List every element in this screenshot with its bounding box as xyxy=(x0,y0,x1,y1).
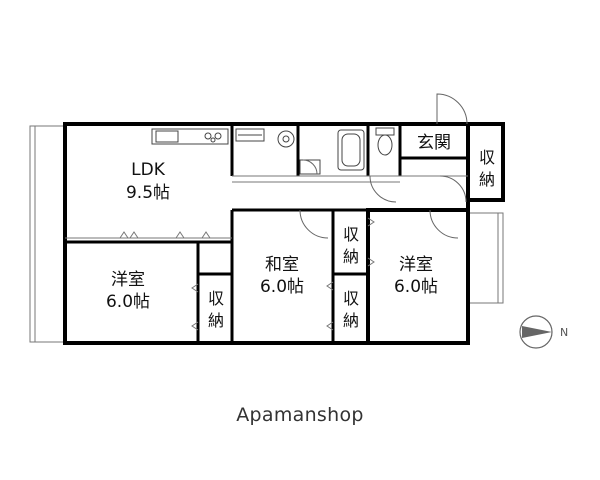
room-japanese-size: 6.0帖 xyxy=(260,277,304,297)
brand-logo: Apamanshop xyxy=(236,404,364,426)
storage-western1-top: 収 xyxy=(208,289,224,308)
north-compass: N xyxy=(519,315,568,349)
storage-entrance-bottom: 納 xyxy=(479,170,495,189)
room-western1-size: 6.0帖 xyxy=(106,292,150,312)
washroom xyxy=(235,128,365,175)
storage-entrance-top: 収 xyxy=(479,148,495,167)
balcony-right xyxy=(467,212,504,304)
room-western2-size: 6.0帖 xyxy=(394,277,438,297)
room-japanese-name: 和室 xyxy=(265,255,299,275)
storage-japanese-lower-bottom: 納 xyxy=(343,311,359,330)
doors xyxy=(299,93,468,239)
compass-arrow-icon xyxy=(522,326,552,338)
storage-japanese-upper-bottom: 納 xyxy=(343,247,359,266)
room-entrance-name: 玄関 xyxy=(417,133,451,153)
storage-japanese-upper-top: 収 xyxy=(343,225,359,244)
compass-label: N xyxy=(560,326,568,339)
room-ldk-size: 9.5帖 xyxy=(126,183,170,203)
kitchen-counter xyxy=(151,128,229,145)
room-ldk-name: LDK xyxy=(131,160,166,180)
toilet xyxy=(375,127,395,156)
storage-door-marks xyxy=(119,217,375,331)
room-western2-name: 洋室 xyxy=(399,255,433,275)
balcony-left xyxy=(29,125,66,343)
thin-lines xyxy=(65,175,468,239)
storage-western1-bottom: 納 xyxy=(208,311,224,330)
storage-japanese-lower-top: 収 xyxy=(343,289,359,308)
room-western1-name: 洋室 xyxy=(111,270,145,290)
